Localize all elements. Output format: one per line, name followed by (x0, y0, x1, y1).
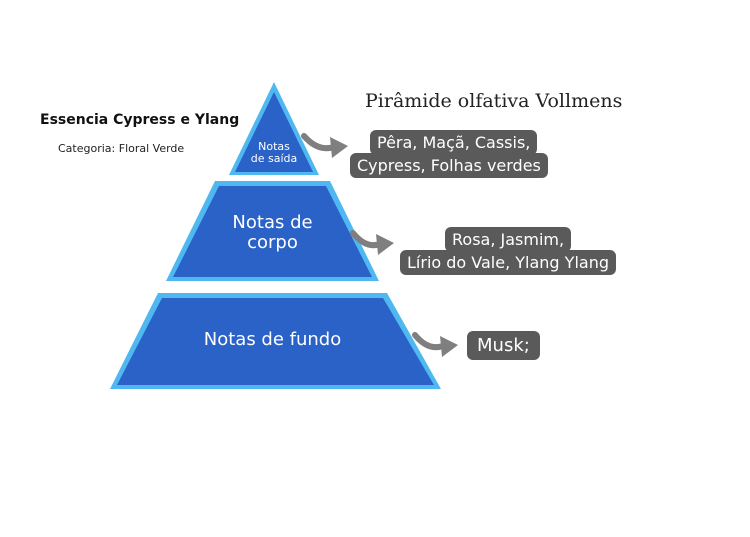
pyramid-tier-top-fill (235, 92, 313, 172)
tier-label-middle: Notas de corpo (232, 212, 313, 253)
arrow-middle-head (376, 234, 394, 255)
middle-notes-line-2: Lírio do Vale, Ylang Ylang (400, 250, 616, 275)
base-notes-box: Musk; (467, 331, 540, 360)
top-notes-box: Pêra, Maçã, Cassis, Cypress, Folhas verd… (350, 130, 548, 178)
middle-notes-line-1: Rosa, Jasmim, (445, 227, 572, 252)
pyramid-tier-middle-fill (173, 186, 372, 277)
tier-label-base: Notas de fundo (203, 329, 342, 350)
pyramid-tier-base-fill (117, 298, 434, 385)
arrow-top-head (330, 137, 348, 158)
top-notes-line-2: Cypress, Folhas verdes (350, 153, 548, 178)
product-name: Essencia Cypress e Ylang (40, 112, 240, 128)
diagram-title: Pirâmide olfativa Vollmens (365, 90, 623, 112)
middle-notes-box: Rosa, Jasmim, Lírio do Vale, Ylang Ylang (400, 227, 616, 275)
product-category: Categoria: Floral Verde (58, 142, 185, 155)
top-notes-line-1: Pêra, Maçã, Cassis, (370, 130, 538, 155)
arrow-base-icon (412, 332, 446, 351)
arrow-base-head (440, 336, 458, 357)
base-notes-line-1: Musk; (467, 331, 540, 360)
tier-label-top: Notas de saída (250, 140, 298, 166)
